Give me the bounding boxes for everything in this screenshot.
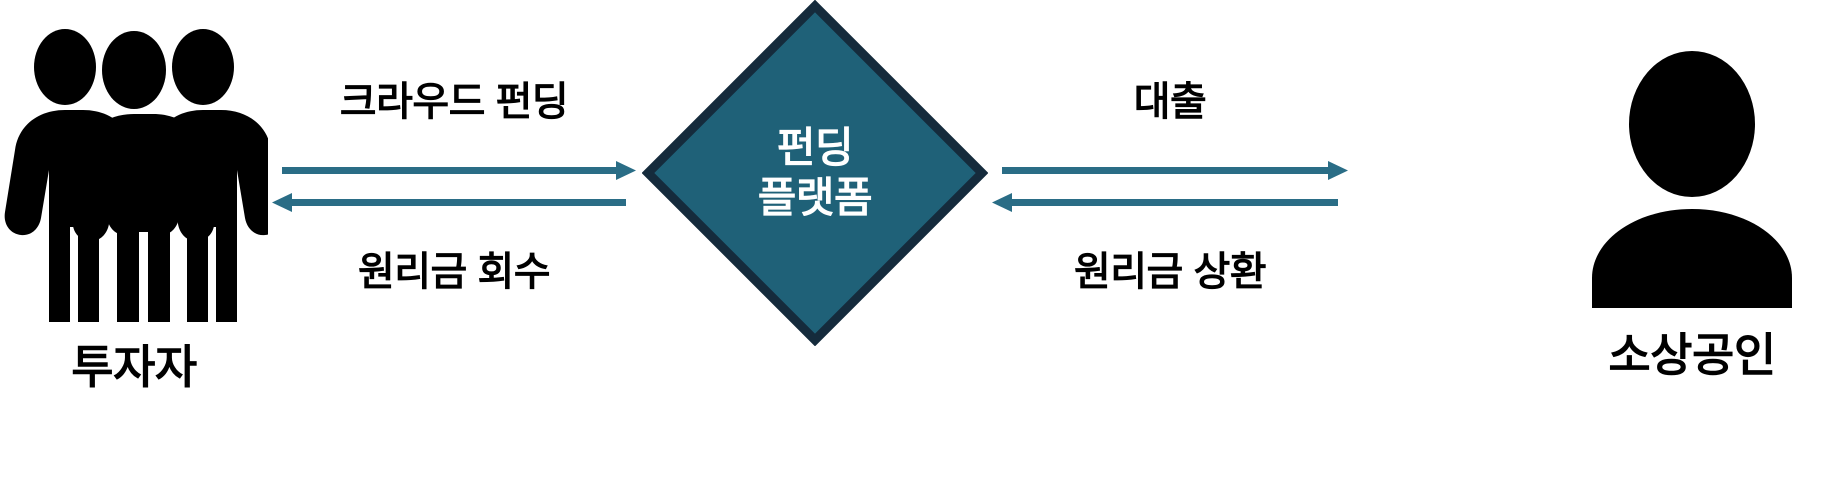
bidirectional-arrows-right [992, 161, 1348, 212]
actor-investors: 투자자 [0, 22, 268, 390]
arrow-right-crowd-funding [282, 161, 636, 180]
person-icon [1592, 51, 1792, 308]
actor-investors-label: 투자자 [71, 341, 197, 393]
flow-label-principal-repayment: 원리금 상환 [1073, 250, 1267, 294]
flow-label-crowd-funding: 크라우드 펀딩 [339, 80, 569, 124]
three-people-icon [4, 29, 268, 322]
platform-node: 펀딩 플랫폼 [642, 0, 988, 346]
diamond-shape [642, 0, 988, 346]
arrow-left-principal-repayment [992, 193, 1338, 212]
flow-label-loan: 대출 [1133, 80, 1207, 124]
flow-platform-merchant: 대출 원리금 상환 [992, 82, 1348, 292]
arrow-left-principal-recovery [272, 193, 626, 212]
bidirectional-arrows-left [272, 161, 636, 212]
actor-merchant-label: 소상공인 [1608, 329, 1776, 381]
flow-investors-platform: 크라우드 펀딩 원리금 회수 [272, 82, 636, 292]
actor-merchant: 소상공인 [1558, 46, 1826, 378]
flow-label-principal-recovery: 원리금 회수 [357, 250, 551, 294]
arrow-right-loan [1002, 161, 1348, 180]
